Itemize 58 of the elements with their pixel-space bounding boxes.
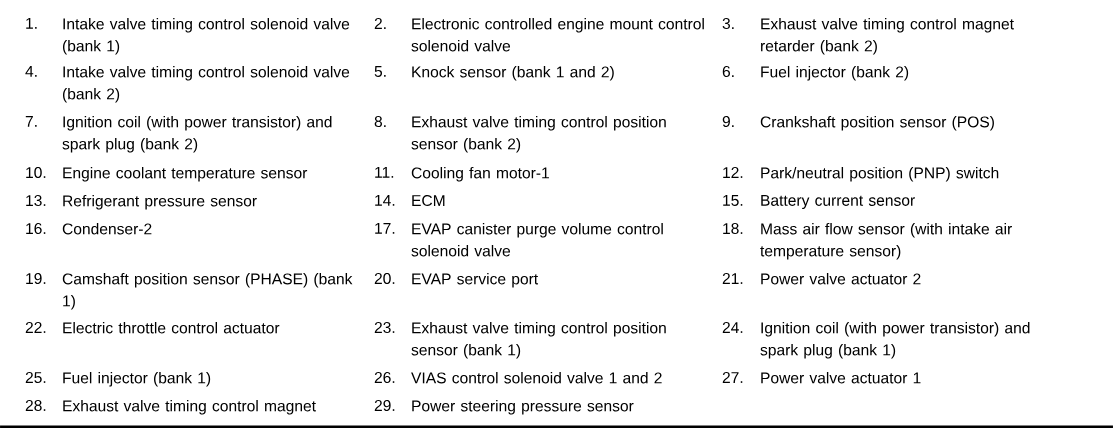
item-text: Exhaust valve timing control magnet [63, 400, 316, 415]
item-text: Electric throttle control actuator [63, 322, 280, 334]
item-text: Ignition coil (with power transistor) and spark plug (bank 2) [62, 116, 332, 153]
item-text: Ignition coil (with power transistor) and spark plug (bank 1) [760, 322, 1030, 359]
item-text: Refrigerant pressure sensor [63, 195, 257, 210]
item-text: Mass air flow sensor (with intake air temperature sensor) [760, 223, 1012, 260]
item-text: EVAP canister purge volume control solenoid valve [411, 223, 663, 257]
item-number: 18. [723, 223, 743, 235]
item-text: Intake valve timing control solenoid valve (bank 2) [63, 66, 350, 103]
item-text: EVAP service port [412, 273, 539, 288]
item-number: 22. [25, 322, 46, 333]
item-text: Camshaft position sensor (PHASE) (bank 1) [62, 273, 353, 310]
item-text: ECM [412, 195, 445, 207]
item-text: Electronic controlled engine mount control solenoid valve [411, 18, 704, 52]
item-number: 17. [375, 223, 395, 234]
item-number: 25. [25, 372, 46, 384]
item-number: 10. [26, 167, 46, 179]
item-number: 8. [374, 116, 386, 128]
item-text: Power valve actuator 2 [761, 273, 921, 285]
item-number: 15. [723, 195, 743, 206]
item-text: Exhaust valve timing control position sensor (bank 2) [411, 116, 666, 153]
item-text: VIAS control solenoid valve 1 and 2 [411, 372, 662, 384]
item-number: 23. [374, 322, 395, 334]
item-number: 2. [374, 18, 386, 29]
item-text: Knock sensor (bank 1 and 2) [412, 66, 614, 81]
item-number: 29. [374, 400, 395, 412]
item-number: 16. [26, 223, 46, 235]
item-number: 24. [722, 322, 743, 333]
item-number: 14. [375, 195, 395, 206]
item-text: Exhaust valve timing control magnet retarder (bank 2) [761, 18, 1014, 55]
item-text: Cooling fan motor-1 [411, 167, 549, 182]
item-text: Engine coolant temperature sensor [63, 167, 308, 182]
item-text: Condenser-2 [62, 223, 152, 235]
item-number: 6. [722, 66, 734, 78]
item-text: Power valve actuator 1 [761, 372, 921, 384]
item-number: 27. [722, 372, 743, 383]
item-text: Battery current sensor [761, 195, 915, 209]
item-text: Exhaust valve timing control position sensor (bank 1) [411, 322, 666, 359]
item-number: 3. [722, 18, 734, 30]
item-text: Park/neutral position (PNP) switch [761, 167, 999, 182]
item-number: 11. [375, 167, 394, 178]
item-text: Fuel injector (bank 1) [63, 372, 211, 387]
item-number: 28. [25, 400, 46, 412]
item-number: 5. [374, 66, 386, 77]
item-number: 20. [374, 273, 395, 285]
item-number: 19. [26, 273, 46, 285]
item-number: 13. [26, 195, 46, 207]
item-number: 4. [25, 66, 37, 77]
item-number: 26. [374, 372, 395, 384]
item-number: 1. [26, 18, 37, 29]
item-number: 21. [722, 273, 743, 284]
item-text: Crankshaft position sensor (POS) [760, 116, 994, 131]
item-number: 12. [723, 167, 743, 178]
item-number: 9. [722, 116, 734, 128]
item-text: Intake valve timing control solenoid valve (bank 1) [63, 18, 350, 55]
item-number: 7. [25, 116, 37, 127]
item-text: Power steering pressure sensor [412, 400, 634, 415]
item-text: Fuel injector (bank 2) [761, 66, 909, 81]
